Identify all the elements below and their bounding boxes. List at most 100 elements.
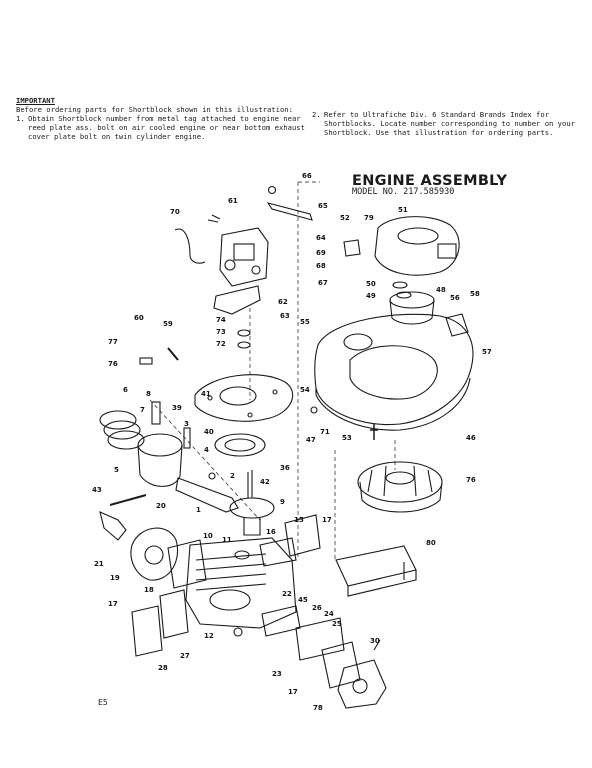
- part-label: 12: [204, 632, 214, 640]
- intake-gasket-25-part: [321, 641, 361, 689]
- nut-52-part: [343, 239, 361, 257]
- cover-19-part: [130, 527, 178, 581]
- part-label: 5: [114, 466, 119, 474]
- part-label: 27: [180, 652, 190, 660]
- pulley-48-part: [389, 291, 435, 325]
- part-label: 41: [201, 390, 211, 398]
- bearing-11-part: [234, 550, 250, 560]
- part-label: 58: [470, 290, 480, 298]
- seal-73-part: [237, 329, 251, 337]
- part-label: 72: [216, 340, 226, 348]
- part-label: 22: [282, 590, 292, 598]
- part-label: 76: [466, 476, 476, 484]
- notice-item-1-text: Obtain Shortblock number from metal tag …: [28, 114, 305, 141]
- notice-item-2-text: Refer to Ultrafiche Div. 6 Standard Bran…: [324, 110, 575, 137]
- part-label: 9: [280, 498, 285, 506]
- notice-item-1-number: 1.: [16, 114, 25, 123]
- screw-66-part: [267, 185, 277, 195]
- part-label: 16: [266, 528, 276, 536]
- part-label: 79: [364, 214, 374, 222]
- gasket-27-part: [159, 589, 189, 639]
- pin-59-part: [167, 347, 179, 361]
- part-label: 61: [228, 197, 238, 205]
- throttle-link-part: [266, 202, 313, 221]
- part-label: 42: [260, 478, 270, 486]
- part-label: 26: [312, 604, 322, 612]
- exhaust-gasket-16-part: [259, 537, 297, 567]
- part-label: 7: [140, 406, 145, 414]
- part-label: 48: [436, 286, 446, 294]
- part-label: 68: [316, 262, 326, 270]
- pin-3-part: [183, 427, 191, 449]
- part-label: 47: [306, 436, 316, 444]
- notice-intro: Before ordering parts for Shortblock sho…: [16, 105, 293, 114]
- recoil-starter-part: [374, 216, 460, 276]
- notice-item-2-number: 2.: [312, 110, 321, 119]
- notice-heading: IMPORTANT: [16, 96, 55, 105]
- part-label: 57: [482, 348, 492, 356]
- part-label: 18: [144, 586, 154, 594]
- part-label: 78: [313, 704, 323, 712]
- ultrafiche-notice: 2. Refer to Ultrafiche Div. 6 Standard B…: [312, 110, 582, 137]
- part-label: 17: [288, 688, 298, 696]
- part-label: 60: [134, 314, 144, 322]
- gasket-40-part: [214, 433, 266, 457]
- part-label: 56: [450, 294, 460, 302]
- crankshaft-part: [229, 470, 275, 536]
- part-label: 39: [172, 404, 182, 412]
- part-label: 67: [318, 279, 328, 287]
- part-label: 54: [300, 386, 310, 394]
- spark-plug-wire-part: [109, 494, 147, 506]
- part-label: 17: [322, 516, 332, 524]
- part-label: 36: [280, 464, 290, 472]
- part-label: 74: [216, 316, 226, 324]
- clip-76-part: [139, 357, 153, 365]
- part-label: 77: [108, 338, 118, 346]
- model-number: MODEL NO. 217.585930: [352, 187, 455, 197]
- part-label: 43: [92, 486, 102, 494]
- washer-49-part: [396, 291, 412, 299]
- part-label: 20: [156, 502, 166, 510]
- crankcase-plate-part: [194, 374, 294, 422]
- part-label: 1: [196, 506, 201, 514]
- spark-plug-part: [99, 511, 127, 541]
- part-label: 63: [280, 312, 290, 320]
- part-label: 6: [123, 386, 128, 394]
- part-label: 59: [163, 320, 173, 328]
- part-label: 25: [332, 620, 342, 628]
- carburetor-78-part: [337, 639, 387, 709]
- part-label: 11: [222, 536, 232, 544]
- part-label: 10: [203, 532, 213, 540]
- part-label: 3: [184, 420, 189, 428]
- piston-rings-part: [99, 410, 145, 450]
- part-label: 52: [340, 214, 350, 222]
- wrist-pin-part: [151, 401, 161, 425]
- part-label: 4: [204, 446, 209, 454]
- exhaust-cover-15-part: [284, 514, 321, 557]
- seal-72-part: [237, 341, 251, 349]
- page-number: E5: [98, 698, 108, 707]
- part-label: 24: [324, 610, 334, 618]
- bearing-4-part: [208, 472, 216, 480]
- part-label: 70: [170, 208, 180, 216]
- part-label: 15: [294, 516, 304, 524]
- washer-50-part: [392, 281, 408, 289]
- part-label: 80: [426, 539, 436, 547]
- part-label: 45: [298, 596, 308, 604]
- bolt-71-part: [310, 406, 318, 414]
- handle-57-part: [445, 313, 469, 337]
- notice-item-2: 2. Refer to Ultrafiche Div. 6 Standard B…: [312, 110, 582, 137]
- bolt-53-part: [370, 424, 378, 440]
- part-label: 62: [278, 298, 288, 306]
- fuel-line-part: [174, 228, 206, 264]
- part-label: 66: [302, 172, 312, 180]
- cover-hub: [144, 545, 164, 565]
- cylinder-block-part: [185, 537, 297, 637]
- part-label: 53: [342, 434, 352, 442]
- part-label: 28: [158, 664, 168, 672]
- part-number-labels: 61 70 66 65 64 69 68 67 62 63 74 73 72 6…: [92, 172, 492, 712]
- part-label: 2: [230, 472, 235, 480]
- part-label: 49: [366, 292, 376, 300]
- part-label: 64: [316, 234, 326, 242]
- part-label: 30: [370, 637, 380, 645]
